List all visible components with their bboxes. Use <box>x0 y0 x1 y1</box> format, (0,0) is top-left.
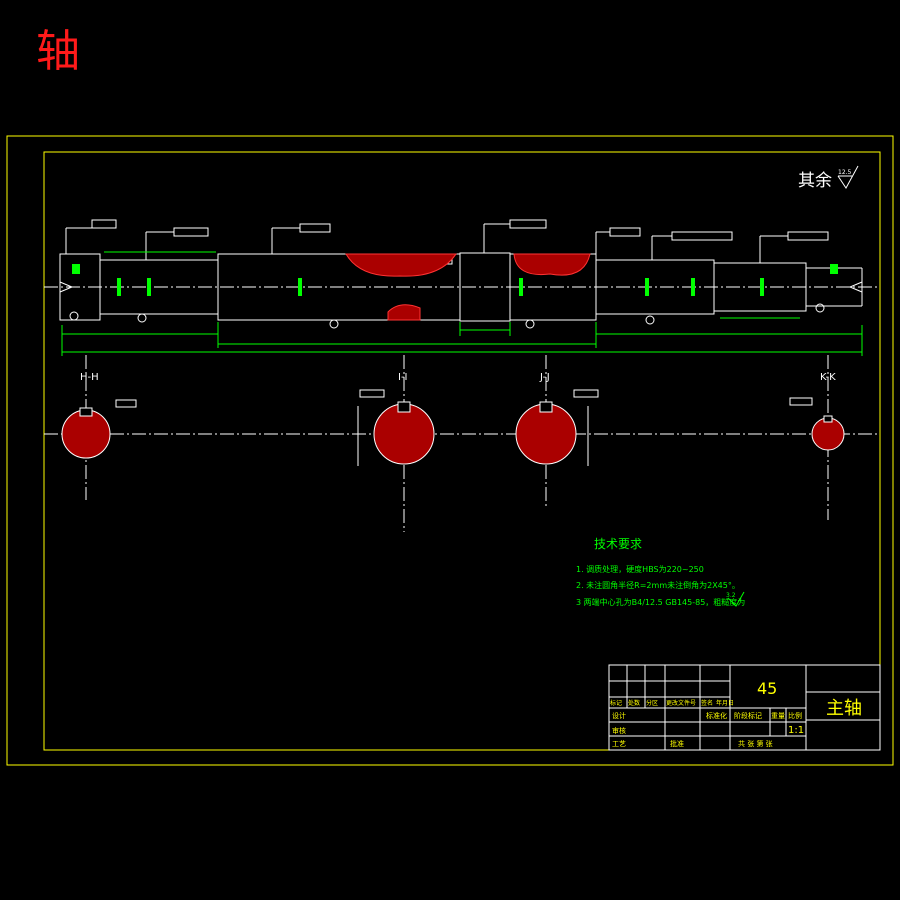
outer-border <box>6 135 894 766</box>
shaft-main-view <box>44 252 880 322</box>
title-block-part-name: 主轴 <box>826 698 862 719</box>
keyway-sections <box>345 253 591 321</box>
section-h-view <box>61 355 137 500</box>
section-k-label: K-K <box>820 372 836 383</box>
tech-requirement-3: 3 两端中心孔为B4/12.5 GB145-85，粗糙度为 <box>576 597 745 607</box>
label-designer: 设计 <box>612 711 626 720</box>
label-approve: 批准 <box>670 739 684 748</box>
surface-finish-note: 其余 <box>798 171 832 191</box>
tech-requirements-heading: 技术要求 <box>594 537 642 551</box>
tech-requirement-2: 2. 未注圆角半径R=2mm未注倒角为2X45°。 <box>576 580 740 590</box>
section-i-label: I-I <box>398 372 408 383</box>
section-j-view <box>515 355 599 508</box>
header-label-mark: 标记 <box>610 699 622 707</box>
label-review: 审核 <box>612 726 626 735</box>
roughness-symbol-icon <box>837 165 859 189</box>
tech-requirement-1: 1. 调质处理，硬度HBS为220~250 <box>576 564 704 574</box>
section-k-view <box>789 355 845 520</box>
label-standardization: 标准化 <box>706 711 727 720</box>
header-label-zone: 分区 <box>646 699 658 707</box>
label-weight: 重量 <box>771 712 785 720</box>
tolerance-frames <box>65 219 829 263</box>
surface-finish-value: 12.5 <box>838 169 852 176</box>
dimension-lines <box>61 251 863 356</box>
label-scale: 比例 <box>788 711 802 720</box>
header-label-date: 年月日 <box>716 699 734 707</box>
tolerance-marks <box>72 264 838 296</box>
title-block-material: 45 <box>757 679 777 698</box>
drawing-name-heading: 轴 <box>36 26 80 77</box>
header-label-count: 处数 <box>628 699 640 707</box>
header-label-signature: 签名 <box>701 699 713 707</box>
inner-border <box>43 151 881 751</box>
section-i-view <box>357 355 435 532</box>
section-h-label: H-H <box>80 372 99 383</box>
feature-markers <box>69 303 825 329</box>
label-process: 工艺 <box>612 740 626 748</box>
label-stage-mark: 阶段标记 <box>734 711 762 720</box>
label-sheet: 共 张 第 张 <box>738 739 773 748</box>
tech-requirement-3-roughness: 3.2 <box>726 592 736 599</box>
roughness-symbol-icon <box>727 591 745 607</box>
header-label-change-doc: 更改文件号 <box>666 699 696 707</box>
title-block-scale: 1:1 <box>788 725 804 736</box>
title-block-frame <box>608 664 881 751</box>
section-j-label: J-J <box>539 372 550 383</box>
